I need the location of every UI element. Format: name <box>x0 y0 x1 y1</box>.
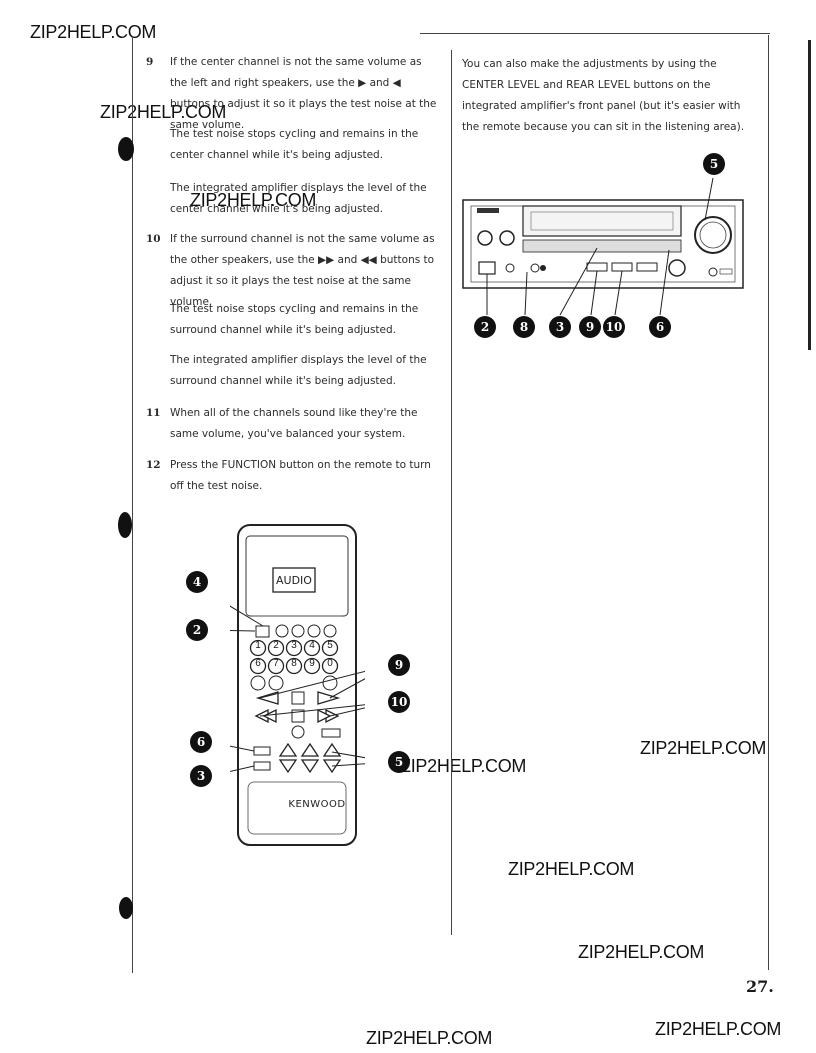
remote-illustration <box>230 524 365 846</box>
remote-callout: 6 <box>190 731 212 753</box>
center-cycling-note: The test noise stops cycling and remains… <box>170 128 419 161</box>
page-number: 27. <box>746 977 774 996</box>
center-display-note: The integrated amplifier displays the le… <box>170 182 427 215</box>
right-edge-bar <box>808 40 811 350</box>
watermark: ZIP2HELP.COM <box>655 1019 782 1039</box>
left-column-rule <box>132 38 133 973</box>
amp-callout: 8 <box>513 316 535 338</box>
step-number: 10 <box>146 233 161 245</box>
remote-callout: 4 <box>186 571 208 593</box>
remote-callout: 10 <box>388 691 410 713</box>
number-key-label: 4 <box>309 640 315 651</box>
remote-callout: 9 <box>388 654 410 676</box>
watermark: ZIP2HELP.COM <box>366 1028 493 1048</box>
amplifier-illustration <box>462 177 744 316</box>
step-11: 11 When all of the channels sound like t… <box>146 403 438 445</box>
amp-callout: 6 <box>649 316 671 338</box>
remote-callout: 3 <box>190 765 212 787</box>
step-10: 10 If the surround channel is not the sa… <box>146 229 438 313</box>
amp-callout: 2 <box>474 316 496 338</box>
remote-callout: 2 <box>186 619 208 641</box>
step-text: When all of the channels sound like they… <box>170 407 418 440</box>
binder-hole-mark <box>118 137 134 161</box>
top-rule <box>420 33 770 34</box>
watermark: ZIP2HELP.COM <box>578 942 705 962</box>
amp-callout: 3 <box>549 316 571 338</box>
step-number: 11 <box>146 407 161 419</box>
remote-brand-logo: KENWOOD <box>288 799 346 810</box>
watermark: ZIP2HELP.COM <box>190 190 317 210</box>
watermark: ZIP2HELP.COM <box>400 756 527 776</box>
watermark: ZIP2HELP.COM <box>100 102 227 122</box>
watermark: ZIP2HELP.COM <box>640 738 767 758</box>
number-key-label: 9 <box>309 658 315 669</box>
step-number: 12 <box>146 459 161 471</box>
amp-callout: 5 <box>703 153 725 175</box>
step-12: 12 Press the FUNCTION button on the remo… <box>146 455 438 497</box>
step-text: If the surround channel is not the same … <box>170 233 435 308</box>
amp-callout: 9 <box>579 316 601 338</box>
right-column-rule <box>768 35 769 970</box>
surround-cycling-note: The test noise stops cycling and remains… <box>170 303 419 336</box>
number-key-label: 0 <box>327 658 333 669</box>
front-panel-tip: You can also make the adjustments by usi… <box>462 58 745 133</box>
number-key-label: 7 <box>273 658 279 669</box>
remote-display-label: AUDIO <box>276 574 312 587</box>
binder-hole-mark <box>118 512 132 538</box>
binder-hole-mark <box>119 897 133 919</box>
remote-callout: 5 <box>388 751 410 773</box>
number-key-label: 1 <box>255 640 261 651</box>
step-number: 9 <box>146 56 154 68</box>
number-key-label: 5 <box>327 640 333 651</box>
step-9: 9 If the center channel is not the same … <box>146 52 438 136</box>
center-column-rule <box>451 50 452 935</box>
surround-display-note: The integrated amplifier displays the le… <box>170 354 427 387</box>
number-key-label: 2 <box>273 640 279 651</box>
watermark: ZIP2HELP.COM <box>508 859 635 879</box>
step-text: Press the FUNCTION button on the remote … <box>170 459 431 492</box>
number-key-label: 8 <box>291 658 297 669</box>
step-text: If the center channel is not the same vo… <box>170 56 437 131</box>
watermark: ZIP2HELP.COM <box>30 22 157 42</box>
amp-callout: 10 <box>603 316 625 338</box>
number-key-label: 3 <box>291 640 297 651</box>
number-key-label: 6 <box>255 658 261 669</box>
